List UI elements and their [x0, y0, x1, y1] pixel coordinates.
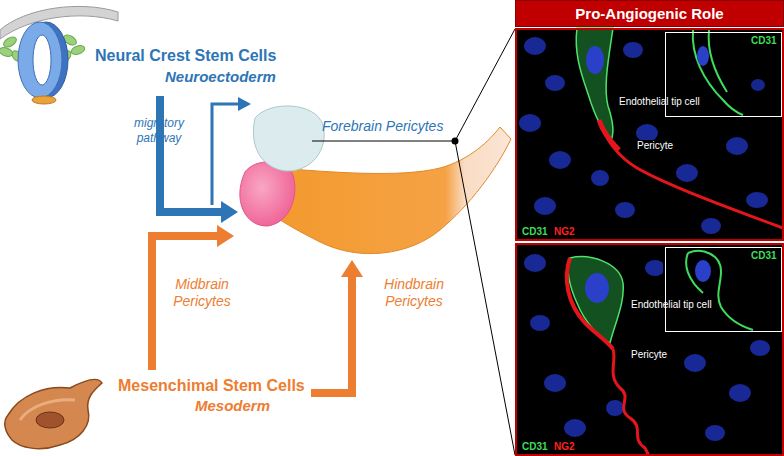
lineage-name: Neural Crest Stem Cells — [95, 47, 276, 65]
stain-label: CD31 — [750, 250, 778, 262]
micrograph-panel: Endothelial tip cellPericyteCD31NG2CD31 — [515, 28, 784, 241]
germ-layer: Neuroectoderm — [165, 68, 276, 85]
stain-label: CD31 — [521, 441, 549, 453]
region-label: Forebrain Pericytes — [322, 118, 443, 134]
stain-label: CD31 — [750, 35, 778, 47]
inset-panel: CD31 — [665, 247, 782, 332]
inset-panel: CD31 — [665, 32, 782, 117]
cell-label: Pericyte — [629, 349, 669, 361]
cell-label: Endothelial tip cell — [617, 96, 702, 108]
embryonic-brain — [240, 106, 511, 254]
stain-label: NG2 — [553, 226, 576, 238]
micrograph-bottom — [515, 243, 784, 456]
germ-layer: Mesoderm — [195, 397, 270, 414]
lineage-name: Mesenchimal Stem Cells — [118, 377, 305, 395]
pathway-note: migratory pathway — [124, 116, 194, 146]
cell-label: Endothelial tip cell — [629, 299, 714, 311]
micrograph-top — [515, 28, 784, 241]
title-band: Pro-Angiogenic Role — [515, 0, 784, 27]
mesenchymal-cell-figure — [5, 379, 102, 448]
region-label: Midbrain Pericytes — [160, 276, 244, 310]
region-label: Hindbrain Pericytes — [368, 276, 460, 310]
stain-label: CD31 — [521, 226, 549, 238]
cell-label: Pericyte — [635, 140, 675, 152]
zoom-leader — [312, 29, 515, 455]
stain-label: NG2 — [553, 441, 576, 453]
micrograph-panel: Endothelial tip cellPericyteCD31NG2CD31 — [515, 243, 784, 456]
panel-title: Pro-Angiogenic Role — [575, 5, 723, 22]
